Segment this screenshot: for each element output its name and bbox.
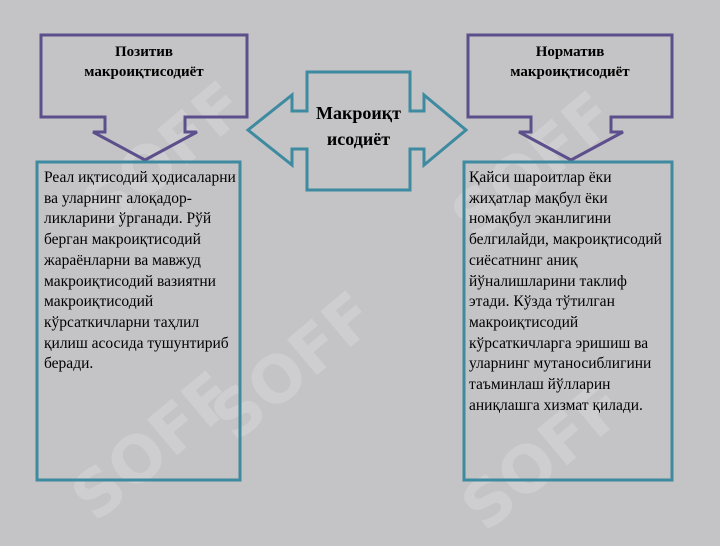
right-body-box [462,160,674,482]
right-header-text: Норматив макроиқтисодиёт [510,44,630,80]
left-body-text: Реал иқтисодий ҳодисаларни ва уларнинг а… [44,169,236,373]
right-body-text: Қайси шароитлар ёки жиҳатлар мақбул ёки … [469,169,662,414]
center-double-arrow [245,70,469,192]
left-body-box [35,160,242,482]
left-header-text: Позитив макроиқтисодиёт [84,44,204,80]
center-text: Макроиқтисодиёт [316,103,401,149]
right-header-callout [466,33,674,162]
left-header-callout [39,33,249,162]
